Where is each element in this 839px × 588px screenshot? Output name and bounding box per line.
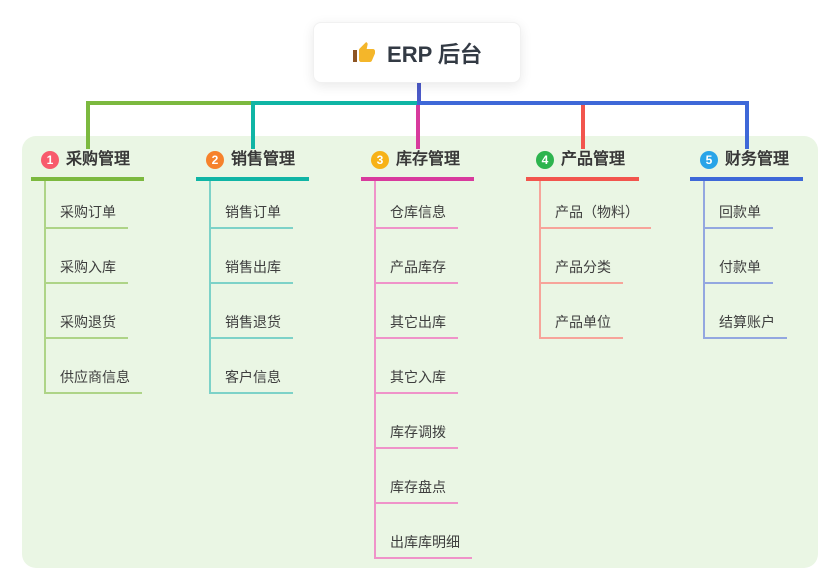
branch-children: 仓库信息产品库存其它出库其它入库库存调拨库存盘点出库库明细: [374, 181, 474, 559]
mindmap-child-item[interactable]: 产品库存: [376, 229, 458, 284]
drop-line-2: [251, 101, 255, 149]
branch-children: 回款单付款单结算账户: [703, 181, 803, 339]
branch-title-3[interactable]: 3 库存管理: [361, 150, 474, 181]
trunk-line-finance: [417, 101, 749, 105]
mindmap-child-item[interactable]: 产品分类: [541, 229, 623, 284]
branch-title-label: 库存管理: [396, 151, 461, 168]
mindmap-child-item[interactable]: 采购入库: [46, 229, 128, 284]
mindmap-child-item[interactable]: 产品（物料）: [541, 181, 651, 229]
mindmap-child-item[interactable]: 采购订单: [46, 181, 128, 229]
branch-column-4: 4 产品管理产品（物料）产品分类产品单位: [526, 150, 651, 339]
mindmap-child-item[interactable]: 库存盘点: [376, 449, 458, 504]
branch-title-5[interactable]: 5 财务管理: [690, 150, 803, 181]
branch-number-badge: 4: [536, 151, 554, 169]
root-line: [417, 82, 421, 101]
branch-column-2: 2 销售管理销售订单销售出库销售退货客户信息: [196, 150, 309, 394]
mindmap-child-item[interactable]: 客户信息: [211, 339, 293, 394]
mindmap-child-item[interactable]: 销售退货: [211, 284, 293, 339]
mindmap-child-item[interactable]: 回款单: [705, 181, 773, 229]
branch-title-1[interactable]: 1 采购管理: [31, 150, 144, 181]
mindmap-child-item[interactable]: 其它入库: [376, 339, 458, 394]
mindmap-child-item[interactable]: 出库库明细: [376, 504, 472, 559]
branch-title-label: 销售管理: [231, 151, 296, 168]
branch-group-background: [22, 136, 818, 568]
mindmap-child-item[interactable]: 结算账户: [705, 284, 787, 339]
mindmap-child-item[interactable]: 其它出库: [376, 284, 458, 339]
branch-column-5: 5 财务管理回款单付款单结算账户: [690, 150, 803, 339]
drop-line-4: [581, 105, 585, 149]
root-node[interactable]: ERP 后台: [313, 22, 521, 83]
branch-title-2[interactable]: 2 销售管理: [196, 150, 309, 181]
branch-number-badge: 3: [371, 151, 389, 169]
branch-column-1: 1 采购管理采购订单采购入库采购退货供应商信息: [31, 150, 144, 394]
drop-line-1: [86, 101, 90, 149]
branch-title-label: 采购管理: [66, 151, 131, 168]
mindmap-child-item[interactable]: 采购退货: [46, 284, 128, 339]
branch-children: 采购订单采购入库采购退货供应商信息: [44, 181, 144, 394]
mindmap-child-item[interactable]: 库存调拨: [376, 394, 458, 449]
branch-title-4[interactable]: 4 产品管理: [526, 150, 639, 181]
branch-children: 销售订单销售出库销售退货客户信息: [209, 181, 309, 394]
drop-line-5: [745, 101, 749, 149]
branch-title-label: 财务管理: [725, 151, 790, 168]
branch-number-badge: 1: [41, 151, 59, 169]
mindmap-child-item[interactable]: 仓库信息: [376, 181, 458, 229]
branch-number-badge: 2: [206, 151, 224, 169]
mindmap-child-item[interactable]: 销售订单: [211, 181, 293, 229]
branch-column-3: 3 库存管理仓库信息产品库存其它出库其它入库库存调拨库存盘点出库库明细: [361, 150, 474, 559]
mindmap-child-item[interactable]: 销售出库: [211, 229, 293, 284]
mindmap-child-item[interactable]: 产品单位: [541, 284, 623, 339]
branch-children: 产品（物料）产品分类产品单位: [539, 181, 651, 339]
branch-number-badge: 5: [700, 151, 718, 169]
thumbs-up-icon: [353, 41, 376, 62]
trunk-line-sales: [251, 101, 421, 105]
mindmap-child-item[interactable]: 付款单: [705, 229, 773, 284]
root-title: ERP 后台: [387, 41, 482, 67]
branch-title-label: 产品管理: [561, 151, 626, 168]
mindmap-child-item[interactable]: 供应商信息: [46, 339, 142, 394]
drop-line-3: [416, 105, 420, 149]
